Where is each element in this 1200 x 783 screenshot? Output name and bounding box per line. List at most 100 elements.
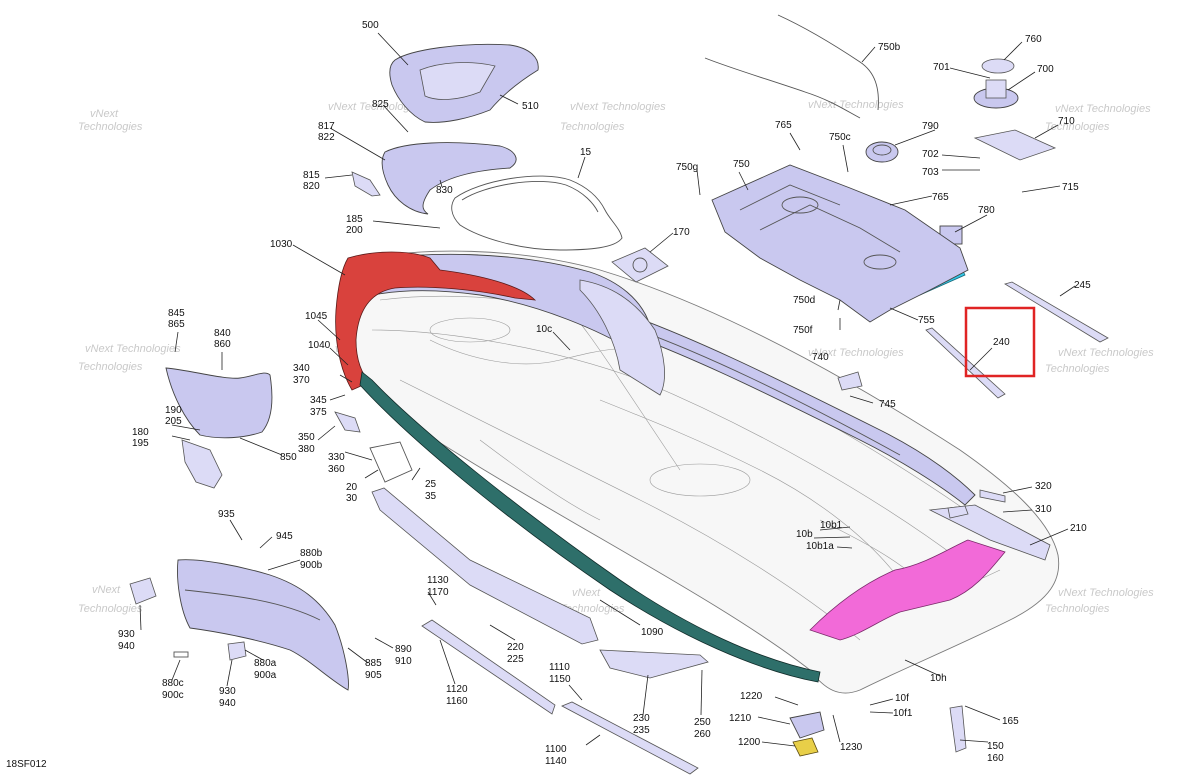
part-label[interactable]: 340 <box>293 363 310 374</box>
part-label[interactable]: 500 <box>362 20 379 31</box>
part-label[interactable]: 170 <box>673 227 690 238</box>
part-label[interactable]: 10f <box>895 693 909 704</box>
part-label[interactable]: 765 <box>932 192 949 203</box>
part-label[interactable]: 825 <box>372 99 389 110</box>
part-label[interactable]: 945 <box>276 531 293 542</box>
part-label[interactable]: 1220 <box>740 691 763 702</box>
part-label[interactable]: 10f1 <box>893 708 913 719</box>
part-label[interactable]: 1045 <box>305 311 328 322</box>
part-label[interactable]: 817 <box>318 121 335 132</box>
part-label[interactable]: 10c <box>536 324 552 335</box>
part-label[interactable]: 755 <box>918 315 935 326</box>
part-label[interactable]: 1160 <box>446 696 468 707</box>
part-label[interactable]: 845 <box>168 308 185 319</box>
part-label[interactable]: 940 <box>118 641 135 652</box>
part-label[interactable]: 930 <box>219 686 236 697</box>
part-label[interactable]: 360 <box>328 464 345 475</box>
part-label[interactable]: 185 <box>346 214 363 225</box>
part-label[interactable]: 820 <box>303 181 320 192</box>
part-label[interactable]: 200 <box>346 225 363 236</box>
part-label[interactable]: 1230 <box>840 742 863 753</box>
part-label[interactable]: 815 <box>303 170 320 181</box>
part-label[interactable]: 760 <box>1025 34 1042 45</box>
part-label[interactable]: 1090 <box>641 627 664 638</box>
part-label[interactable]: 710 <box>1058 116 1075 127</box>
part-label[interactable]: 880b <box>300 548 323 559</box>
part-label[interactable]: 1140 <box>545 756 567 767</box>
part-label[interactable]: 350 <box>298 432 315 443</box>
part-label[interactable]: 10h <box>930 673 947 684</box>
part-label[interactable]: 1110 <box>549 662 570 673</box>
part-label[interactable]: 880c <box>162 678 184 689</box>
part-label[interactable]: 160 <box>987 753 1004 764</box>
part-label[interactable]: 345 <box>310 395 327 406</box>
part-label[interactable]: 780 <box>978 205 995 216</box>
part-label[interactable]: 865 <box>168 319 185 330</box>
part-label[interactable]: 822 <box>318 132 335 143</box>
part-label[interactable]: 702 <box>922 149 939 160</box>
part-label[interactable]: 260 <box>694 729 711 740</box>
part-label[interactable]: 750f <box>793 325 813 336</box>
part-label[interactable]: 205 <box>165 416 182 427</box>
part-label[interactable]: 715 <box>1062 182 1079 193</box>
part-label[interactable]: 1170 <box>427 587 449 598</box>
part-label[interactable]: 940 <box>219 698 236 709</box>
part-label[interactable]: 510 <box>522 101 539 112</box>
part-label[interactable]: 935 <box>218 509 235 520</box>
part-label[interactable]: 885 <box>365 658 382 669</box>
part-label[interactable]: 240 <box>993 337 1010 348</box>
part-label[interactable]: 1200 <box>738 737 761 748</box>
part-label[interactable]: 1100 <box>545 744 567 755</box>
part-label[interactable]: 320 <box>1035 481 1052 492</box>
part-label[interactable]: 1040 <box>308 340 331 351</box>
part-label[interactable]: 235 <box>633 725 650 736</box>
part-label[interactable]: 790 <box>922 121 939 132</box>
part-label[interactable]: 930 <box>118 629 135 640</box>
part-label[interactable]: 840 <box>214 328 231 339</box>
part-label[interactable]: 165 <box>1002 716 1019 727</box>
part-label[interactable]: 880a <box>254 658 277 669</box>
part-label[interactable]: 250 <box>694 717 711 728</box>
part-label[interactable]: 1150 <box>549 674 571 685</box>
part-label[interactable]: 1030 <box>270 239 293 250</box>
part-label[interactable]: 750 <box>733 159 750 170</box>
part-label[interactable]: 230 <box>633 713 650 724</box>
part-label[interactable]: 750d <box>793 295 815 306</box>
part-label[interactable]: 850 <box>280 452 297 463</box>
part-label[interactable]: 1120 <box>446 684 468 695</box>
part-label[interactable]: 750c <box>829 132 851 143</box>
part-label[interactable]: 370 <box>293 375 310 386</box>
part-label[interactable]: 745 <box>879 399 896 410</box>
part-label[interactable]: 830 <box>436 185 453 196</box>
part-label[interactable]: 330 <box>328 452 345 463</box>
part-label[interactable]: 750g <box>676 162 698 173</box>
part-label[interactable]: 15 <box>580 147 592 158</box>
part-label[interactable]: 701 <box>933 62 950 73</box>
part-label[interactable]: 750b <box>878 42 901 53</box>
part-label[interactable]: 10b1 <box>820 520 843 531</box>
part-label[interactable]: 890 <box>395 644 412 655</box>
part-label[interactable]: 740 <box>812 352 829 363</box>
part-label[interactable]: 1210 <box>729 713 752 724</box>
part-label[interactable]: 225 <box>507 654 524 665</box>
part-label[interactable]: 35 <box>425 491 437 502</box>
part-label[interactable]: 20 <box>346 482 358 493</box>
part-label[interactable]: 10b1a <box>806 541 834 552</box>
part-label[interactable]: 245 <box>1074 280 1091 291</box>
part-label[interactable]: 910 <box>395 656 412 667</box>
part-label[interactable]: 765 <box>775 120 792 131</box>
part-label[interactable]: 900a <box>254 670 277 681</box>
part-label[interactable]: 30 <box>346 493 358 504</box>
part-label[interactable]: 210 <box>1070 523 1087 534</box>
part-label[interactable]: 1130 <box>427 575 449 586</box>
part-label[interactable]: 150 <box>987 741 1004 752</box>
part-label[interactable]: 860 <box>214 339 231 350</box>
part-label[interactable]: 900b <box>300 560 323 571</box>
part-label[interactable]: 703 <box>922 167 939 178</box>
part-label[interactable]: 180 <box>132 427 149 438</box>
part-label[interactable]: 220 <box>507 642 524 653</box>
part-label[interactable]: 375 <box>310 407 327 418</box>
part-label[interactable]: 195 <box>132 438 149 449</box>
part-label[interactable]: 380 <box>298 444 315 455</box>
part-label[interactable]: 10b <box>796 529 813 540</box>
